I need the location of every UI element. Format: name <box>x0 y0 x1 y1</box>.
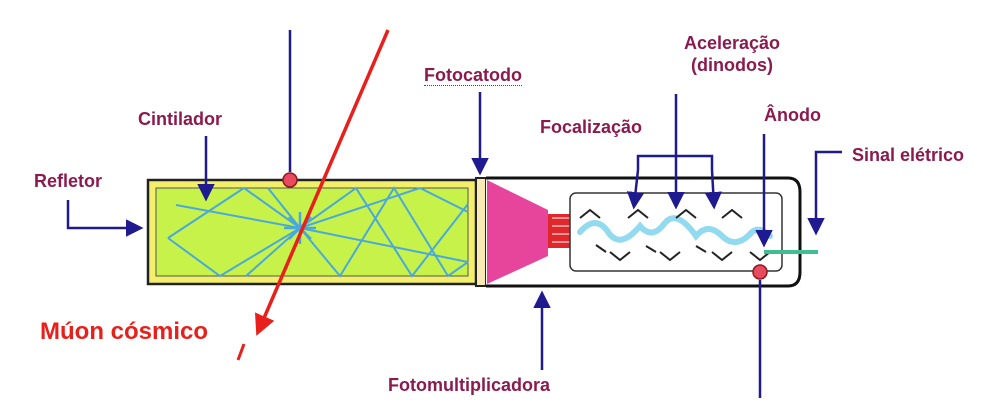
label-aceleracao-line1: Aceleração <box>683 33 781 53</box>
sinal-arrow <box>807 150 842 236</box>
muon-track <box>254 29 390 336</box>
label-muon-cosmico: Múon cósmico <box>40 318 209 345</box>
focalizacao-arrow-right <box>704 169 722 210</box>
electron-gun-block <box>548 214 570 248</box>
pointer-arrows <box>66 30 842 398</box>
label-fotomultiplicadora: Fotomultiplicadora <box>388 375 550 395</box>
label-refletor: Refletor <box>34 171 103 191</box>
anode-connection-point <box>752 264 768 280</box>
muon-track-exit <box>236 343 246 361</box>
label-cintilador: Cintilador <box>138 109 222 129</box>
refletor-arrow <box>66 200 144 237</box>
photocathode-window <box>475 177 487 287</box>
focusing-cone <box>487 180 548 284</box>
muon-entry-point <box>282 172 298 188</box>
electron-cascade-path <box>577 215 773 245</box>
label-aceleracao: Aceleração (dinodos) <box>670 34 794 74</box>
scintillator-assembly <box>146 178 478 286</box>
label-anodo: Ânodo <box>764 105 821 125</box>
label-focalizacao: Focalização <box>540 117 643 137</box>
label-sinal-eletrico: Sinal elétrico <box>852 145 965 165</box>
focalizacao-arrow-left <box>626 169 645 210</box>
label-aceleracao-line2: (dinodos) <box>691 55 773 75</box>
dynodes <box>579 208 771 262</box>
label-fotocatodo: Fotocatodo <box>424 65 522 86</box>
